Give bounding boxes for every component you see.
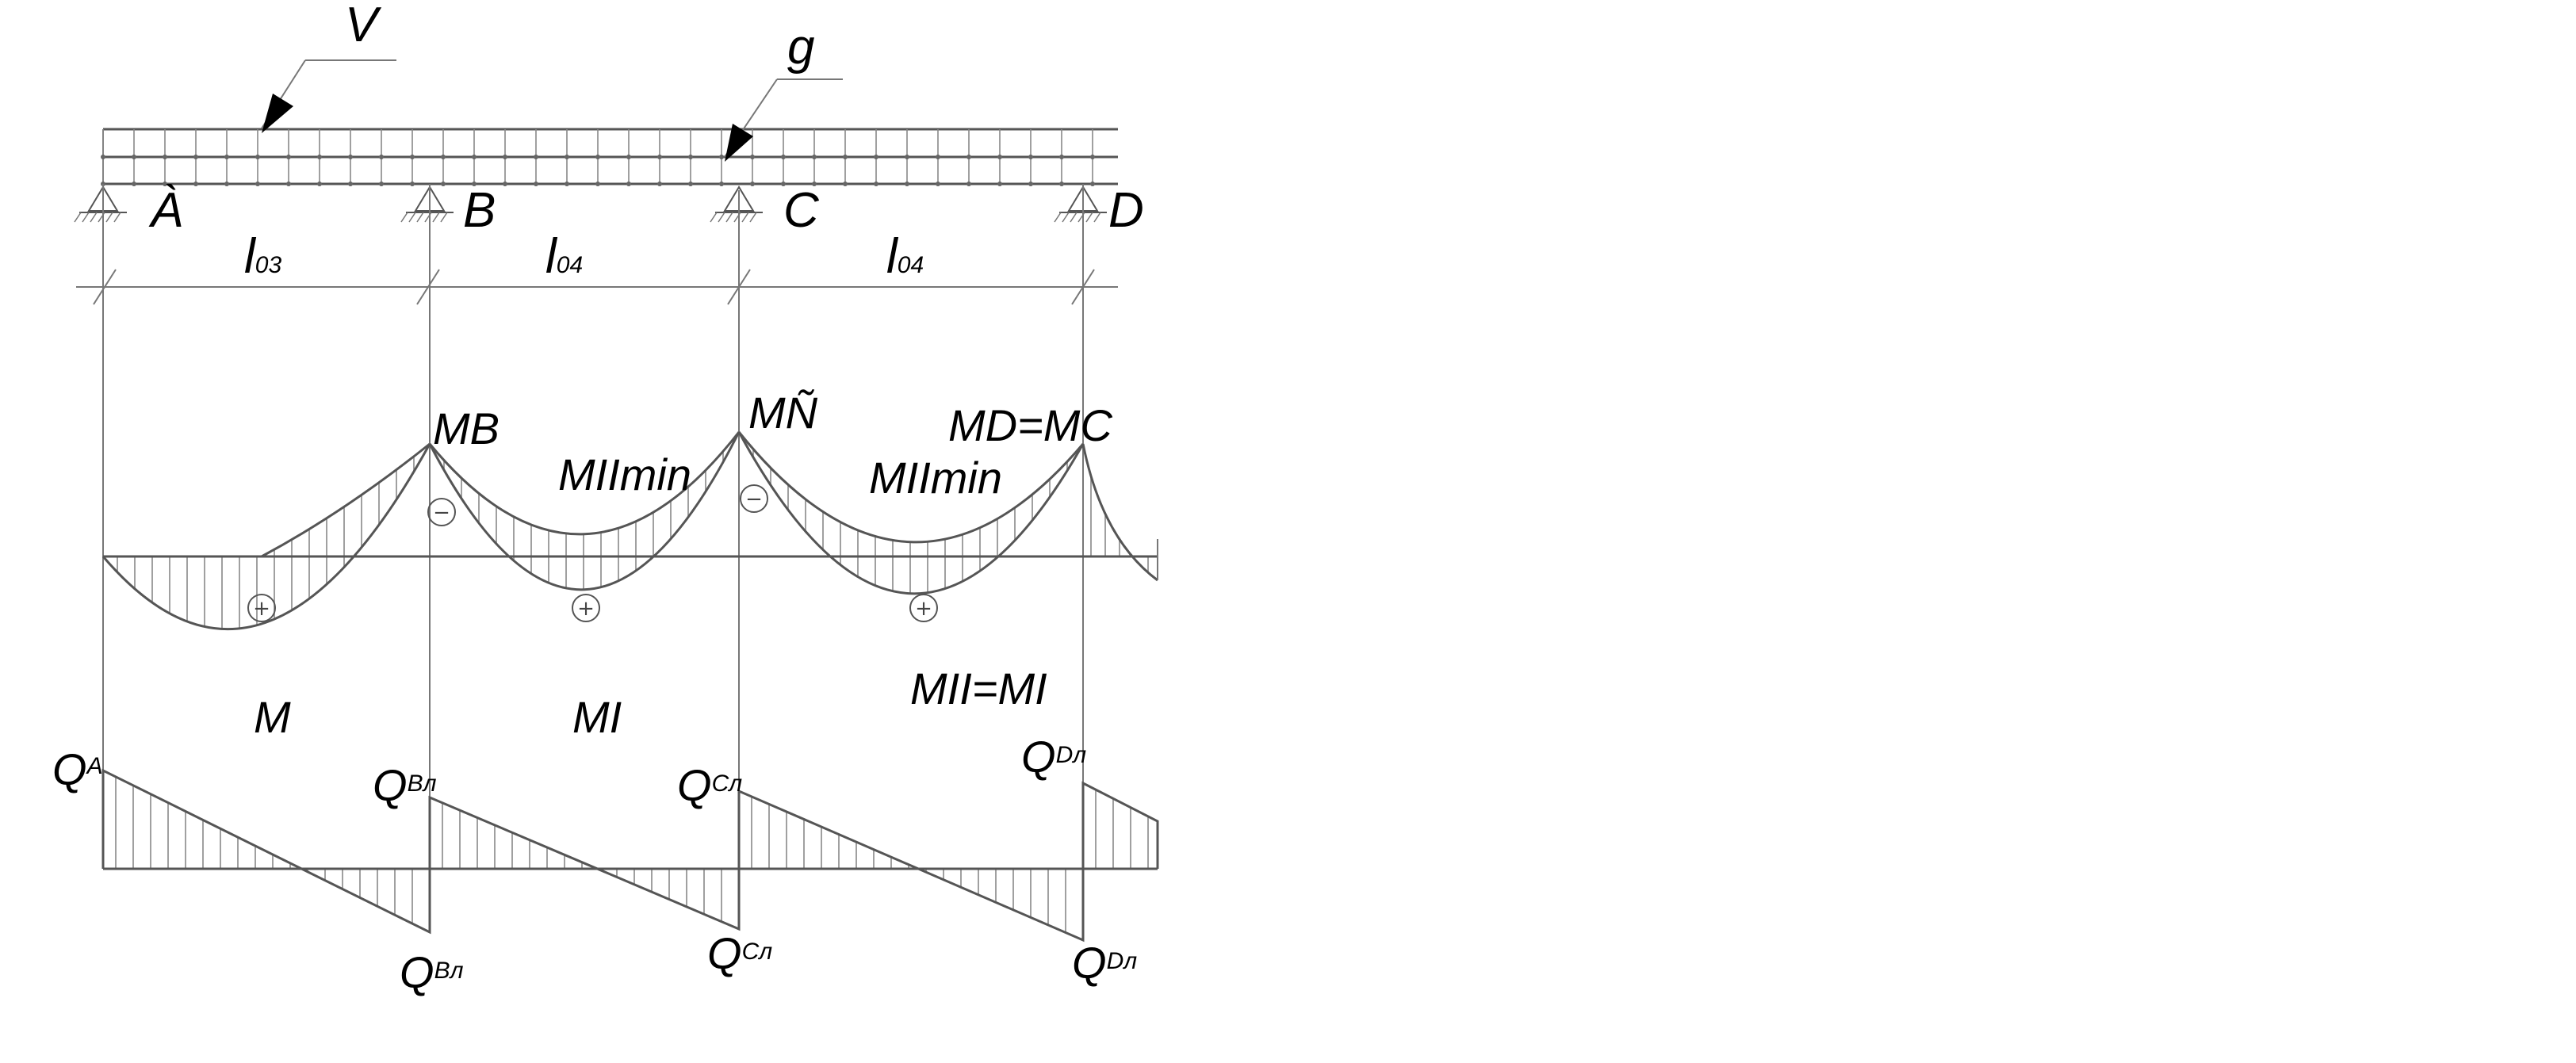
load-arrows <box>101 129 1095 186</box>
svg-text:+: + <box>253 597 270 621</box>
dead-load-label: g <box>787 20 814 75</box>
live-load-leader <box>261 59 396 133</box>
svg-text:+: + <box>577 597 595 621</box>
support-label-c: C <box>783 183 820 238</box>
live-load-label: V <box>345 0 382 52</box>
shear-label-qb-top: QBл <box>373 760 437 810</box>
moment-label-mii: MII=MI <box>910 663 1047 713</box>
shear-label-qb-bottom: QBл <box>400 947 464 997</box>
shear-label-qc-bottom: QCл <box>707 928 772 978</box>
sign-plus-3: + <box>909 594 938 622</box>
shear-label-qc-top: QCл <box>677 760 742 810</box>
moment-diagram <box>101 431 1158 631</box>
moment-label-mi: MI <box>572 692 622 742</box>
svg-text:−: − <box>745 488 763 511</box>
moment-label-m: M <box>254 692 291 742</box>
support-2 <box>400 185 454 223</box>
span-label-1: l03 <box>244 229 281 284</box>
svg-text:+: + <box>915 597 932 621</box>
span-label-2: l04 <box>545 229 583 284</box>
dead-load-leader <box>724 78 843 162</box>
shear-label-qa: QA <box>52 744 103 794</box>
moment-label-min-2: MIImin <box>869 453 1002 503</box>
moment-label-md: MD=MC <box>948 400 1112 450</box>
moment-label-min-1: MIImin <box>558 449 691 499</box>
shear-diagram <box>101 768 1159 943</box>
support-label-b: B <box>463 183 496 238</box>
dimension-line <box>76 190 1118 361</box>
sign-minus-1: − <box>427 498 456 526</box>
svg-text:−: − <box>433 501 450 525</box>
load-band <box>101 128 1118 186</box>
support-3 <box>710 185 763 223</box>
support-4 <box>1054 185 1107 223</box>
shear-label-qd-bottom: QDл <box>1072 938 1137 988</box>
supports <box>74 185 1107 223</box>
support-1 <box>74 185 127 223</box>
sign-minus-2: − <box>740 484 768 513</box>
shear-label-qd-top: QDл <box>1021 732 1086 782</box>
moment-label-mb: MB <box>433 403 500 453</box>
support-label-d: D <box>1108 183 1144 238</box>
support-guides <box>102 184 1084 940</box>
moment-hatching <box>117 449 1149 629</box>
moment-label-mc: MÑ <box>748 388 818 438</box>
sign-plus-1: + <box>247 594 276 622</box>
support-label-a: À <box>148 183 183 238</box>
span-label-3: l04 <box>886 229 924 284</box>
shear-hatching <box>115 776 1149 933</box>
sign-plus-2: + <box>572 594 600 622</box>
